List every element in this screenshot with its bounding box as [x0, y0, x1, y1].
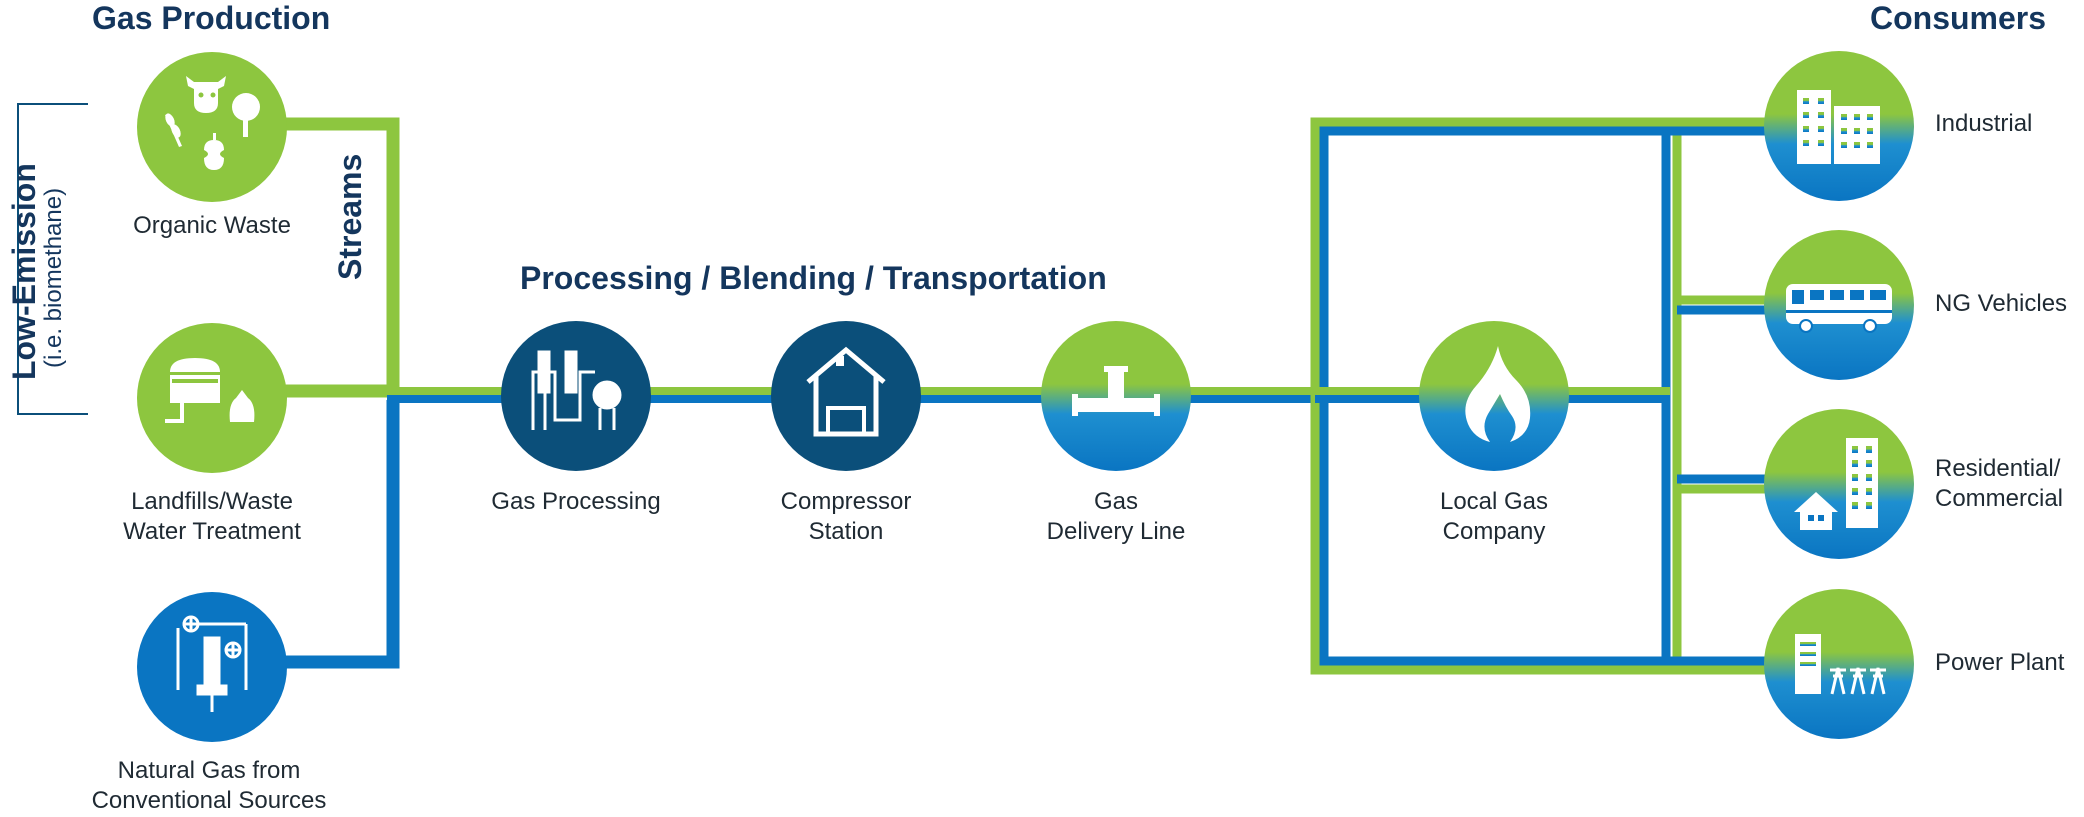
node-power-plant — [1764, 589, 1914, 739]
label-organic-waste: Organic Waste — [133, 212, 291, 239]
label-residential: Residential/Commercial — [1935, 455, 2064, 512]
heading-processing: Processing / Blending / Transportation — [520, 260, 1107, 296]
label-power-plant: Power Plant — [1935, 649, 2065, 676]
low-emission-bracket — [17, 103, 88, 415]
house-tower-icon — [1794, 438, 1878, 530]
powerlines-icon — [1795, 634, 1886, 695]
node-ng-vehicles — [1764, 230, 1914, 380]
node-local-gas-company — [1419, 321, 1569, 471]
node-landfill — [137, 323, 287, 473]
bus-icon — [1786, 284, 1892, 333]
wellhead-icon — [176, 615, 248, 712]
node-natural-gas — [137, 592, 287, 742]
buildings-icon — [1797, 90, 1880, 164]
heading-gas-production: Gas Production — [92, 0, 331, 36]
cow-tree-apple-icon — [165, 76, 260, 170]
tank-bag-icon — [165, 358, 255, 423]
plant-icon — [531, 350, 622, 430]
label-industrial: Industrial — [1935, 110, 2033, 137]
heading-low-emission-sub: (i.e. biomethane) — [40, 187, 67, 368]
node-industrial — [1764, 51, 1914, 201]
node-residential — [1764, 409, 1914, 559]
loop-green — [1310, 117, 1682, 675]
heading-streams: Streams — [332, 153, 368, 280]
flame-icon — [1465, 346, 1531, 442]
label-gas-processing: Gas Processing — [491, 488, 661, 515]
house-pipe-icon — [806, 346, 886, 437]
node-gas-processing — [501, 321, 651, 471]
heading-low-emission: Low-Emission — [6, 163, 42, 380]
pipe-icon — [1072, 366, 1160, 416]
node-organic-waste — [137, 52, 287, 202]
pipe-naturalgas-blue — [285, 400, 400, 669]
pipe-organic-green — [285, 117, 400, 391]
node-delivery-line — [1041, 321, 1191, 471]
node-compressor-station — [771, 321, 921, 471]
heading-consumers: Consumers — [1870, 0, 2047, 36]
label-ng-vehicles: NG Vehicles — [1935, 290, 2068, 317]
